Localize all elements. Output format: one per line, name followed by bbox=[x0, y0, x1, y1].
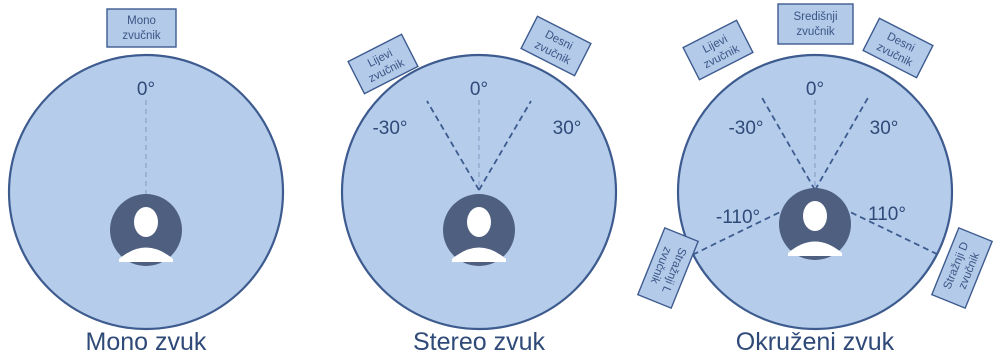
surround-right-speaker: Desni zvučnik bbox=[862, 17, 934, 79]
mono-panel: 0° Mono zvučnik Mono zvuk bbox=[7, 8, 285, 356]
mono-speaker-box bbox=[106, 8, 177, 48]
surround-title: Okruženi zvuk bbox=[736, 328, 895, 356]
stereo-angle-right: 30° bbox=[553, 118, 582, 139]
stereo-right-line bbox=[478, 100, 532, 191]
surround-center-speaker-line2: zvučnik bbox=[796, 26, 835, 38]
mono-speaker: Mono zvučnik bbox=[106, 8, 177, 48]
surround-angle-0: 0° bbox=[806, 79, 824, 100]
stereo-angle-0: 0° bbox=[470, 79, 488, 100]
surround-right-speaker-box bbox=[862, 17, 934, 79]
surround-left-speaker: Lijevi zvučnik bbox=[682, 19, 754, 81]
surround-right-line bbox=[814, 95, 870, 191]
mono-speaker-label-line2: zvučnik bbox=[122, 30, 161, 42]
stereo-listening-circle bbox=[340, 53, 618, 331]
surround-center-speaker-line1: Središnji bbox=[793, 11, 837, 23]
surround-rear-left-speaker-box bbox=[636, 226, 700, 310]
mono-angle-0: 0° bbox=[137, 79, 155, 100]
stereo-right-speaker-box bbox=[520, 15, 592, 77]
surround-angle-left: -30° bbox=[728, 118, 763, 139]
stereo-panel: 0° -30° 30° Lijevi zvučnik Desni zvučnik… bbox=[340, 15, 618, 356]
mono-title: Mono zvuk bbox=[86, 328, 207, 356]
mono-speaker-label-line1: Mono bbox=[127, 15, 156, 27]
surround-rear-left-speaker: Stražnji L zvučnik bbox=[636, 226, 700, 310]
surround-angle-rear-left: -110° bbox=[716, 207, 760, 228]
surround-center-speaker: Središnji zvučnik bbox=[777, 3, 854, 45]
person-avatar-icon bbox=[779, 188, 851, 260]
surround-left-speaker-box bbox=[682, 19, 754, 81]
person-avatar-icon bbox=[110, 194, 182, 266]
surround-angle-right: 30° bbox=[870, 118, 899, 139]
stereo-title: Stereo zvuk bbox=[413, 328, 546, 356]
person-avatar-icon bbox=[443, 194, 515, 266]
surround-left-line bbox=[760, 95, 816, 191]
stereo-angle-left: -30° bbox=[372, 118, 407, 139]
surround-rear-right-speaker-box bbox=[930, 226, 993, 310]
surround-angle-rear-right: 110° bbox=[868, 204, 906, 225]
stereo-left-speaker-box bbox=[347, 33, 419, 95]
surround-center-speaker-box bbox=[777, 3, 854, 45]
stereo-left-line bbox=[426, 100, 480, 191]
surround-panel: 0° -30° 30° -110° 110° Središnji zvučnik… bbox=[636, 3, 993, 356]
stereo-right-speaker: Desni zvučnik bbox=[520, 15, 592, 77]
